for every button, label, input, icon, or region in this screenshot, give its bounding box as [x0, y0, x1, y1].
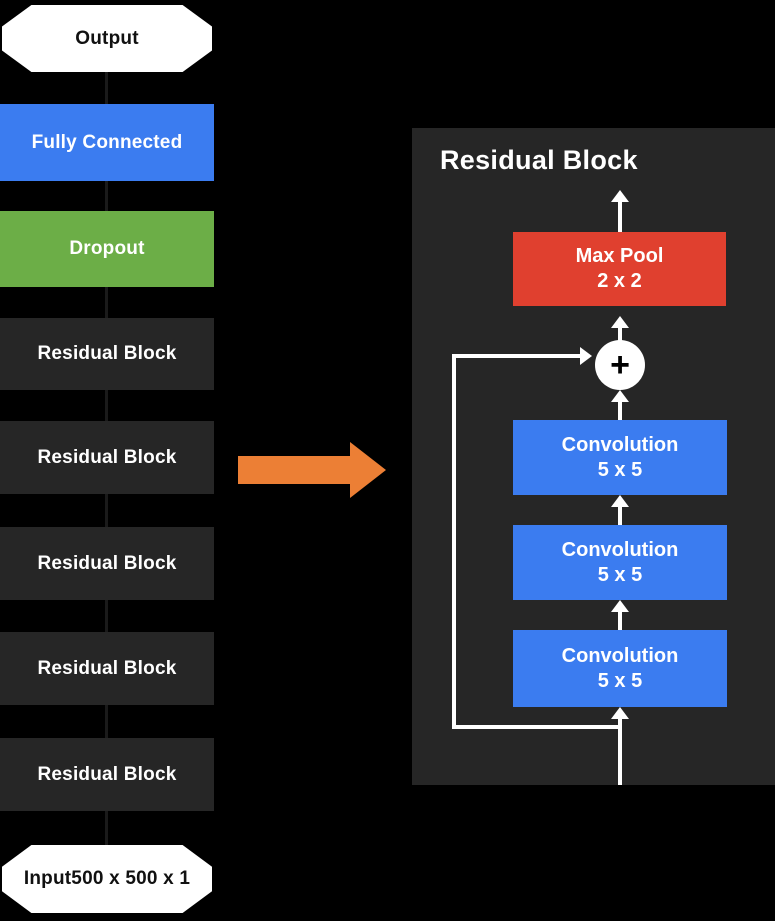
pipeline-block-output-label: Output: [75, 27, 139, 49]
pipeline-block-residual-4-label: Residual Block: [37, 446, 177, 468]
node-max-pool[interactable]: Max Pool 2 x 2: [513, 232, 726, 306]
pipeline-block-input-label: Input: [23, 868, 72, 890]
node-convolution-3-size: 5 x 5: [597, 458, 643, 481]
node-convolution-2[interactable]: Convolution 5 x 5: [513, 525, 727, 600]
conv2-to-conv3-arrowhead: [611, 495, 629, 507]
residual-block-panel: Residual Block Max Pool 2 x 2 + Convolut…: [412, 128, 775, 785]
pipeline-block-input-shape: 500 x 500 x 1: [71, 868, 191, 890]
skip-connection-vertical: [452, 354, 456, 729]
pipeline-block-residual-4[interactable]: Residual Block: [0, 421, 214, 494]
pipeline-block-input[interactable]: Input 500 x 500 x 1: [2, 845, 212, 913]
pipeline-block-residual-1-label: Residual Block: [37, 763, 177, 785]
node-convolution-1-label: Convolution: [561, 644, 679, 667]
connector-res2-res1: [105, 705, 108, 738]
pipeline-block-residual-5[interactable]: Residual Block: [0, 318, 214, 390]
pipeline-block-fully-connected-label: Fully Connected: [31, 131, 183, 153]
node-convolution-3[interactable]: Convolution 5 x 5: [513, 420, 727, 495]
connector-res3-res2: [105, 600, 108, 632]
panel-title: Residual Block: [440, 145, 638, 175]
pipeline-block-fully-connected[interactable]: Fully Connected: [0, 104, 214, 181]
adder-node[interactable]: +: [595, 340, 645, 390]
pipeline-block-residual-2-label: Residual Block: [37, 657, 177, 679]
pipeline-block-dropout-label: Dropout: [69, 238, 145, 260]
connector-output-fc: [105, 72, 108, 104]
connector-fc-dropout: [105, 181, 108, 211]
skip-connection-top: [452, 354, 584, 358]
pipeline-block-dropout[interactable]: Dropout: [0, 211, 214, 287]
maxpool-output-line: [618, 200, 622, 234]
skip-connection-bottom: [452, 725, 622, 729]
pipeline-block-output[interactable]: Output: [2, 5, 212, 72]
connector-res5-res4: [105, 390, 108, 421]
adder-to-maxpool-arrowhead: [611, 316, 629, 328]
conv2-to-conv3-line: [618, 505, 622, 527]
adder-symbol: +: [610, 346, 630, 384]
expand-arrow-head: [350, 442, 386, 498]
node-convolution-1[interactable]: Convolution 5 x 5: [513, 630, 727, 707]
node-max-pool-size: 2 x 2: [597, 270, 642, 292]
maxpool-output-arrowhead: [611, 190, 629, 202]
conv1-to-conv2-arrowhead: [611, 600, 629, 612]
connector-res1-input: [105, 811, 108, 845]
expand-arrow-icon: [238, 442, 388, 498]
block-input-arrowhead: [611, 707, 629, 719]
node-convolution-2-label: Convolution: [561, 538, 679, 561]
conv3-to-adder-arrowhead: [611, 390, 629, 402]
connector-dropout-res5: [105, 287, 108, 318]
connector-res4-res3: [105, 494, 108, 527]
adder-to-maxpool-line: [618, 326, 622, 350]
node-max-pool-label: Max Pool: [575, 245, 664, 267]
pipeline-block-residual-1[interactable]: Residual Block: [0, 738, 214, 811]
conv3-to-adder-line: [618, 400, 622, 422]
pipeline-block-residual-5-label: Residual Block: [37, 343, 177, 365]
pipeline-block-residual-3[interactable]: Residual Block: [0, 527, 214, 600]
node-convolution-1-size: 5 x 5: [597, 669, 643, 692]
node-convolution-3-label: Convolution: [561, 433, 679, 456]
skip-connection-arrowhead: [580, 347, 592, 365]
pipeline-block-residual-3-label: Residual Block: [37, 552, 177, 574]
conv1-to-conv2-line: [618, 610, 622, 632]
node-convolution-2-size: 5 x 5: [597, 563, 643, 586]
pipeline-block-residual-2[interactable]: Residual Block: [0, 632, 214, 705]
block-input-line: [618, 717, 622, 785]
expand-arrow-shaft: [238, 456, 356, 484]
